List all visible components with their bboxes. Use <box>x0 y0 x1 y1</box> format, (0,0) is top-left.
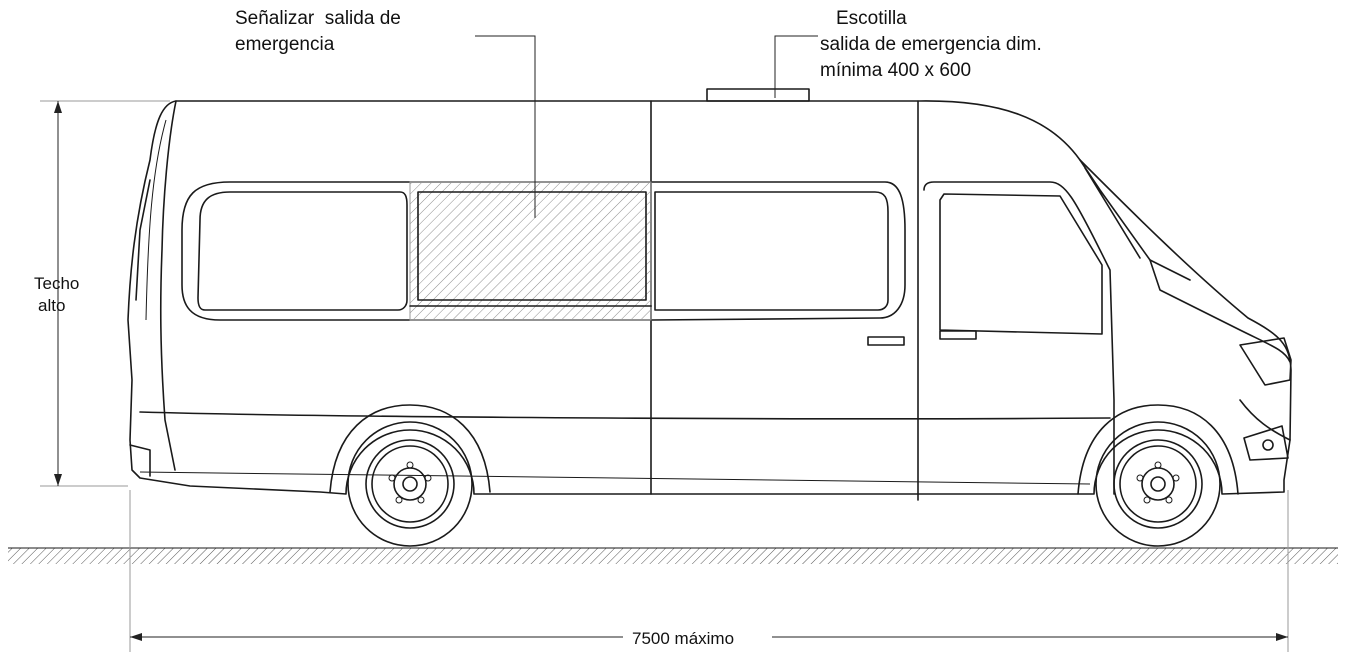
exit-sign-label-line2: emergencia <box>235 34 335 55</box>
height-dimension <box>40 100 170 487</box>
sliding-door-handle <box>867 336 905 346</box>
leader-lines <box>475 35 818 218</box>
headlight <box>1239 337 1292 386</box>
van-outline <box>127 100 1292 495</box>
roof-height-label-line2: alto <box>38 296 65 315</box>
front-door-window <box>923 181 1115 495</box>
side-window <box>654 191 889 311</box>
length-dimension <box>129 490 1289 652</box>
front-door-handle <box>939 330 977 340</box>
rear-window <box>197 191 408 311</box>
exit-sign-leader <box>475 35 536 218</box>
roof-hatch <box>706 88 810 102</box>
rear-wheel <box>347 421 473 547</box>
fog-lamp <box>1243 425 1289 461</box>
window-band <box>181 181 906 321</box>
exit-sign-label-line1: Señalizar salida de <box>235 8 401 29</box>
text-labels: Señalizar salida de emergencia Escotilla… <box>34 8 1042 648</box>
hatch-label-line3: mínima 400 x 600 <box>820 60 971 81</box>
hatch-label-line2: salida de emergencia dim. <box>820 34 1042 55</box>
ground <box>8 547 1338 564</box>
length-label: 7500 máximo <box>632 629 734 648</box>
emergency-exit-window <box>409 181 652 321</box>
hatch-label-line1: Escotilla <box>836 8 907 29</box>
roof-height-label-line1: Techo <box>34 274 79 293</box>
hatch-leader <box>774 35 818 98</box>
front-wheel <box>1095 421 1221 547</box>
